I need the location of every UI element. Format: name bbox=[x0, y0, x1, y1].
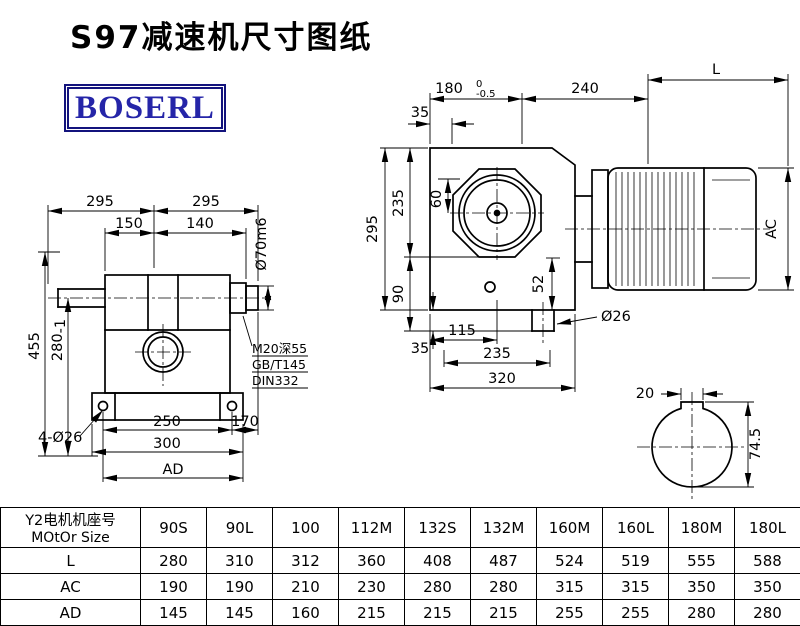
col-header: 132S bbox=[405, 508, 471, 548]
shaft-section-dimension-lines bbox=[661, 388, 754, 487]
col-header: 90S bbox=[141, 508, 207, 548]
col-header: 180L bbox=[735, 508, 800, 548]
row-label: AD bbox=[1, 600, 141, 626]
technical-drawing: 295 295 150 140 455 280-1 250 170 300 AD… bbox=[0, 0, 800, 505]
table-cell: 215 bbox=[405, 600, 471, 626]
dim-180-tol-lower: -0.5 bbox=[476, 89, 496, 100]
dim-295-label: 295 bbox=[365, 215, 381, 243]
shaft-section-centerlines bbox=[637, 392, 747, 502]
col-header: 90L bbox=[207, 508, 273, 548]
output-bore-label: Ø26 bbox=[601, 309, 631, 325]
table-header-motor-size: Y2电机机座号 MOtOr Size bbox=[1, 508, 141, 548]
table-cell: 280 bbox=[405, 574, 471, 600]
table-cell: 280 bbox=[141, 548, 207, 574]
dim-235-left-label: 235 bbox=[391, 189, 407, 217]
table-cell: 230 bbox=[339, 574, 405, 600]
dim-115-label: 115 bbox=[448, 323, 476, 339]
front-view-dimension-lines bbox=[380, 74, 794, 392]
dim-455-label: 455 bbox=[27, 332, 43, 360]
table-row-L: L 280 310 312 360 408 487 524 519 555 58… bbox=[1, 548, 800, 574]
table-cell: 255 bbox=[537, 600, 603, 626]
dim-90-label: 90 bbox=[391, 285, 407, 303]
dim-ac-label: AC bbox=[764, 219, 780, 239]
dim-295-right-label: 295 bbox=[192, 194, 220, 210]
dim-280-label: 280-1 bbox=[50, 319, 69, 361]
table-row-AC: AC 190 190 210 230 280 280 315 315 350 3… bbox=[1, 574, 800, 600]
table-cell: 280 bbox=[471, 574, 537, 600]
table-cell: 350 bbox=[735, 574, 800, 600]
table-cell: 360 bbox=[339, 548, 405, 574]
table-cell: 350 bbox=[669, 574, 735, 600]
col-header: 112M bbox=[339, 508, 405, 548]
dim-250-label: 250 bbox=[153, 414, 181, 430]
dim-295-left-label: 295 bbox=[86, 194, 114, 210]
dim-ad-label: AD bbox=[162, 462, 183, 478]
table-cell: 190 bbox=[207, 574, 273, 600]
dim-35-top-label: 35 bbox=[411, 105, 429, 121]
bolt-holes-label: 4-Ø26 bbox=[38, 430, 82, 446]
front-view-geometry bbox=[430, 148, 756, 331]
dim-140-label: 140 bbox=[186, 216, 214, 232]
table-cell: 588 bbox=[735, 548, 800, 574]
header-line-cn: Y2电机机座号 bbox=[1, 509, 140, 530]
table-cell: 315 bbox=[537, 574, 603, 600]
table-cell: 519 bbox=[603, 548, 669, 574]
dim-35-bottom-label: 35 bbox=[411, 341, 429, 357]
col-header: 160M bbox=[537, 508, 603, 548]
row-label: AC bbox=[1, 574, 141, 600]
dim-300-label: 300 bbox=[153, 436, 181, 452]
table-cell: 210 bbox=[273, 574, 339, 600]
dim-L-label: L bbox=[712, 62, 720, 78]
dim-235-bottom-label: 235 bbox=[483, 346, 511, 362]
table-cell: 315 bbox=[603, 574, 669, 600]
dim-52-label: 52 bbox=[531, 275, 547, 293]
table-cell: 255 bbox=[603, 600, 669, 626]
table-cell: 280 bbox=[735, 600, 800, 626]
table-cell: 312 bbox=[273, 548, 339, 574]
row-label: L bbox=[1, 548, 141, 574]
note-m20: M20深55 bbox=[252, 341, 307, 356]
col-header: 180M bbox=[669, 508, 735, 548]
table-cell: 408 bbox=[405, 548, 471, 574]
table-cell: 555 bbox=[669, 548, 735, 574]
dim-74-5-label: 74.5 bbox=[748, 428, 764, 460]
dim-20-label: 20 bbox=[636, 386, 654, 402]
col-header: 100 bbox=[273, 508, 339, 548]
table-cell: 310 bbox=[207, 548, 273, 574]
table-cell: 524 bbox=[537, 548, 603, 574]
table-cell: 190 bbox=[141, 574, 207, 600]
dim-180-label: 180 bbox=[435, 81, 463, 97]
table-cell: 145 bbox=[207, 600, 273, 626]
motor-size-table: Y2电机机座号 MOtOr Size 90S 90L 100 112M 132S… bbox=[0, 507, 800, 626]
side-view: 295 295 150 140 455 280-1 250 170 300 AD… bbox=[27, 194, 308, 482]
note-din: DIN332 bbox=[252, 373, 299, 388]
front-view: 180 0 -0.5 240 L 35 60 295 235 90 35 115… bbox=[365, 62, 794, 392]
table-header-row: Y2电机机座号 MOtOr Size 90S 90L 100 112M 132S… bbox=[1, 508, 800, 548]
table-cell: 145 bbox=[141, 600, 207, 626]
dim-170-label: 170 bbox=[231, 414, 259, 430]
dim-150-label: 150 bbox=[115, 216, 143, 232]
table-cell: 215 bbox=[339, 600, 405, 626]
side-view-centerlines bbox=[48, 298, 268, 386]
col-header: 160L bbox=[603, 508, 669, 548]
note-gb: GB/T145 bbox=[252, 357, 306, 372]
dim-320-label: 320 bbox=[488, 371, 516, 387]
table-cell: 215 bbox=[471, 600, 537, 626]
dim-60-label: 60 bbox=[429, 190, 445, 208]
col-header: 132M bbox=[471, 508, 537, 548]
dim-240-label: 240 bbox=[571, 81, 599, 97]
shaft-section: 20 74.5 bbox=[636, 386, 764, 502]
shaft-dia-label: Ø70m6 bbox=[254, 217, 270, 270]
side-view-geometry bbox=[58, 275, 258, 420]
header-line-en: MOtOr Size bbox=[1, 530, 140, 546]
table-cell: 280 bbox=[669, 600, 735, 626]
table-cell: 487 bbox=[471, 548, 537, 574]
table-cell: 160 bbox=[273, 600, 339, 626]
table-row-AD: AD 145 145 160 215 215 215 255 255 280 2… bbox=[1, 600, 800, 626]
